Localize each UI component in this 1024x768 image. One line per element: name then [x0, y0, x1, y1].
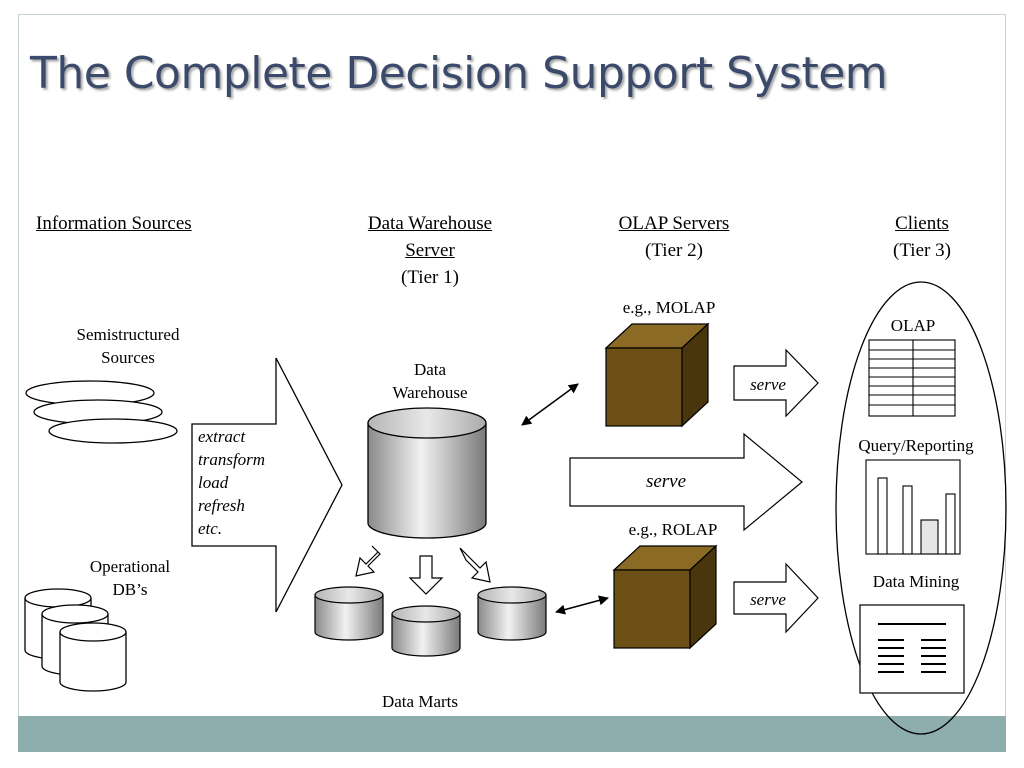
serve-label-rolap: serve: [750, 590, 786, 609]
operational-dbs-icon: [24, 588, 127, 692]
dw-server-header-line2: Server: [405, 240, 455, 261]
information-sources-header: Information Sources: [36, 213, 192, 234]
etl-arrow: [191, 357, 343, 613]
operational-line2: DB’s: [112, 580, 148, 599]
olap-servers-header: OLAP Servers (Tier 2): [594, 210, 754, 264]
rolap-label: e.g., ROLAP: [628, 520, 718, 539]
dw-server-header-line1: Data Warehouse: [367, 213, 493, 234]
tier2-label: (Tier 2): [645, 240, 703, 261]
client-data-mining-label: Data Mining: [872, 572, 960, 591]
olap-servers-header-line1: OLAP Servers: [618, 213, 730, 234]
serve-label-molap: serve: [750, 375, 786, 394]
marts-rolap-connector: [555, 595, 609, 615]
dw-server-header: Data Warehouse Server (Tier 1): [330, 210, 530, 291]
data-warehouse-label: Data Warehouse: [380, 358, 480, 404]
serve-arrow-main: [569, 432, 803, 532]
page-title: The Complete Decision Support System: [30, 48, 888, 99]
clients-ellipse: [835, 281, 1007, 735]
etl-step: load: [198, 473, 229, 492]
footer-band: [18, 716, 1006, 752]
etl-step: etc.: [198, 519, 223, 538]
client-olap-label: OLAP: [890, 316, 936, 335]
semistructured-line2: Sources: [101, 348, 155, 367]
etl-step: transform: [198, 450, 266, 469]
tier3-label: (Tier 3): [893, 240, 951, 261]
data-warehouse-line1: Data: [413, 360, 447, 379]
serve-arrow-rolap: [733, 562, 819, 634]
query-reporting-chart-icon: [865, 459, 961, 555]
etl-step: extract: [198, 427, 246, 446]
data-mart-arrows: [355, 545, 491, 595]
data-warehouse-line2: Warehouse: [392, 383, 468, 402]
semistructured-sources-icon: [25, 380, 178, 444]
etl-step: refresh: [198, 496, 245, 515]
data-warehouse-cylinder: [367, 407, 487, 539]
data-mart-cylinders: [314, 586, 547, 657]
serve-label-main: serve: [645, 471, 687, 492]
data-marts-label: Data Marts: [381, 692, 458, 711]
operational-dbs-label: Operational DB’s: [70, 555, 190, 601]
etl-steps-list: extract transform load refresh etc.: [198, 425, 265, 540]
data-mining-document-icon: [859, 604, 965, 694]
rolap-cube: [612, 544, 718, 650]
clients-header-line1: Clients: [895, 213, 949, 234]
client-query-reporting-label: Query/Reporting: [858, 436, 974, 455]
warehouse-molap-connector: [521, 383, 579, 426]
semistructured-line1: Semistructured: [76, 325, 180, 344]
molap-label: e.g., MOLAP: [622, 298, 716, 317]
tier1-label: (Tier 1): [401, 267, 459, 288]
clients-header: Clients (Tier 3): [872, 210, 972, 264]
operational-line1: Operational: [89, 557, 171, 576]
serve-arrow-molap: [733, 348, 819, 418]
molap-cube: [604, 322, 710, 428]
olap-table-icon: [868, 339, 956, 417]
semistructured-sources-label: Semistructured Sources: [58, 323, 198, 369]
